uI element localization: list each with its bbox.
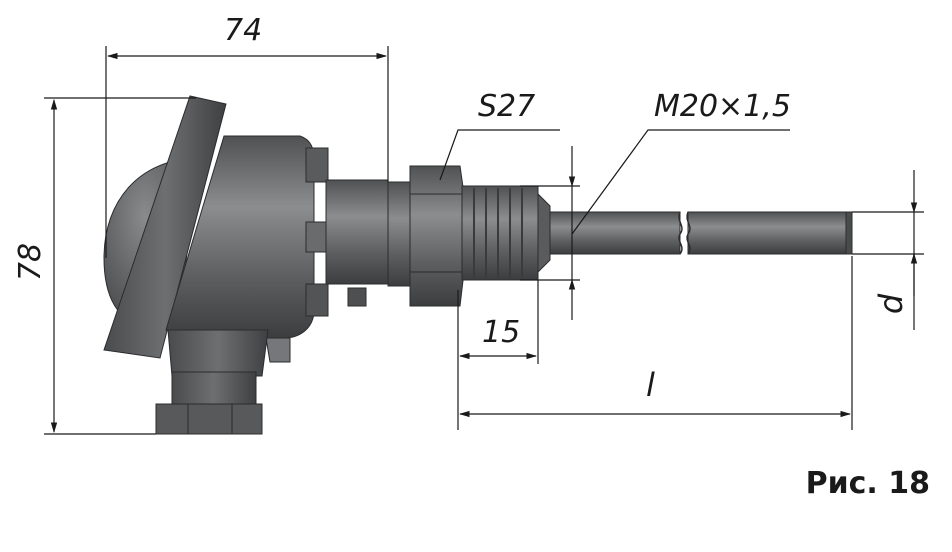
cable-gland-neck [167, 329, 269, 377]
dim-thread-label: M20×1,5 [654, 89, 791, 124]
dimension-lines [44, 46, 924, 435]
housing-rib [305, 283, 329, 317]
dim-15-label: 15 [482, 315, 520, 350]
probe-break [678, 211, 683, 255]
dim-74-label: 74 [224, 13, 262, 48]
dim-d-label: d [872, 293, 910, 314]
thread-grooves [473, 188, 523, 278]
housing-neck [325, 179, 389, 285]
cable-gland-body [171, 371, 257, 407]
cable-gland-nut [155, 403, 263, 435]
hex-nut [409, 165, 465, 307]
probe-tube [687, 211, 849, 255]
collar [387, 181, 411, 287]
ground-screw [347, 287, 367, 307]
probe-end [845, 211, 853, 255]
thread-tip [537, 192, 551, 274]
s27-leader [439, 129, 560, 181]
dim-78-label: 78 [13, 243, 48, 281]
dim-s27-label: S27 [478, 89, 535, 124]
m20-leader [571, 129, 790, 235]
housing-rib [305, 221, 329, 253]
dim-l-label: l [646, 366, 655, 404]
figure-caption: Рис. 18 [805, 466, 930, 501]
mounting-ear [265, 337, 291, 363]
housing-lid [103, 95, 227, 359]
probe-break [686, 211, 691, 255]
housing-rib [305, 147, 329, 183]
probe-tube [549, 211, 681, 255]
thermocouple-assembly [103, 95, 853, 435]
